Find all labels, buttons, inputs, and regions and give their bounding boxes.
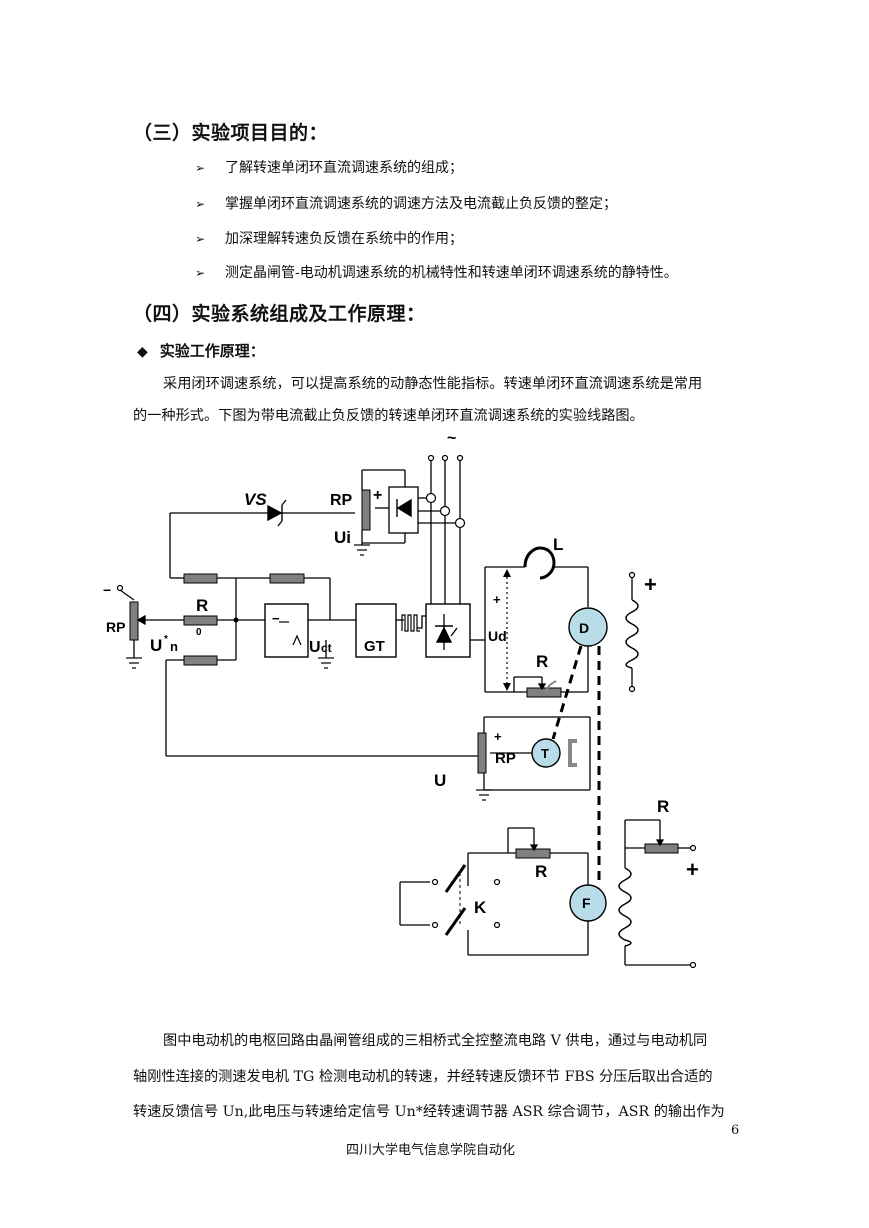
paragraph-line-3: 转速反馈信号 Un,此电压与转速给定信号 Un*经转速调节器 ASR 综合调节，… xyxy=(133,1104,725,1120)
paragraph-line-1: 图中电动机的电枢回路由晶闸管组成的三相桥式全控整流电路 V 供电，通过与电动机同 xyxy=(163,1033,708,1049)
bullet-item: ➢加深理解转速负反馈在系统中的作用； xyxy=(195,231,463,247)
ud-label: Ud xyxy=(488,628,507,644)
intro-line-1: 采用闭环调速系统，可以提高系统的动静态性能指标。转速单闭环直流调速系统是常用 xyxy=(163,376,703,392)
armature-resistor-label: R xyxy=(536,652,548,671)
circuit-diagram: ~ VS RP + Ui L − RP R 0 U * n − U ct GT … xyxy=(103,430,699,969)
generator-f-label: F xyxy=(582,895,591,911)
ac-supply-label: ~ xyxy=(447,430,456,447)
tacho-t-label: T xyxy=(541,746,549,761)
svg-text:+: + xyxy=(686,857,699,882)
arrow-bullet-icon: ➢ xyxy=(195,161,206,175)
svg-text:+: + xyxy=(644,572,657,597)
arrow-bullet-icon: ➢ xyxy=(195,232,206,246)
rp-mid-label: RP xyxy=(495,750,516,767)
subsection-title: ◆实验工作原理： xyxy=(137,342,265,360)
switch-k-label: K xyxy=(474,898,487,917)
section-4-title: （四）实验系统组成及工作原理： xyxy=(133,303,426,325)
uct-label: U xyxy=(309,639,321,656)
un-label: U xyxy=(150,636,162,655)
svg-text:n: n xyxy=(170,639,178,654)
arrow-bullet-icon: ➢ xyxy=(195,197,206,211)
ui-label: Ui xyxy=(334,528,351,547)
intro-line-2: 的一种形式。下图为带电流截止负反馈的转速单闭环直流调速系统的实验线路图。 xyxy=(133,408,644,424)
right-resistor-label: R xyxy=(657,797,669,816)
page-footer: 四川大学电气信息学院自动化 xyxy=(346,1143,516,1158)
svg-text:*: * xyxy=(164,634,168,645)
arrow-bullet-icon: ➢ xyxy=(195,266,206,280)
svg-text:+: + xyxy=(373,487,382,504)
gt-label: GT xyxy=(364,638,385,655)
bullet-item: ➢了解转速单闭环直流调速系统的组成； xyxy=(195,160,463,176)
r0-label: R xyxy=(196,596,208,615)
svg-text:0: 0 xyxy=(196,627,202,638)
paragraph-line-2: 轴刚性连接的测速发电机 TG 检测电动机的转速，并经转速反馈环节 FBS 分压后… xyxy=(133,1069,713,1085)
inductor-label: L xyxy=(553,535,563,554)
page-number: 6 xyxy=(731,1123,740,1138)
svg-text:+: + xyxy=(493,592,501,607)
rp-left-label: RP xyxy=(106,619,125,635)
svg-text:ct: ct xyxy=(321,641,332,655)
section-3-title: （三）实验项目目的： xyxy=(133,122,329,144)
generator-resistor-label: R xyxy=(535,862,547,881)
svg-text:−: − xyxy=(272,611,280,626)
vs-label: VS xyxy=(244,490,267,509)
bullet-item: ➢掌握单闭环直流调速系统的调速方法及电流截止负反馈的整定； xyxy=(195,196,617,212)
bullet-item: ➢测定晶闸管-电动机调速系统的机械特性和转速单闭环调速系统的静特性。 xyxy=(195,265,678,281)
u-bottom-label: U xyxy=(434,771,446,790)
svg-text:−: − xyxy=(103,582,111,598)
diamond-bullet-icon: ◆ xyxy=(137,344,148,360)
svg-text:+: + xyxy=(494,729,502,744)
pulse-icon xyxy=(401,614,420,632)
motor-d-label: D xyxy=(579,620,589,636)
rp-top-label: RP xyxy=(330,492,353,509)
